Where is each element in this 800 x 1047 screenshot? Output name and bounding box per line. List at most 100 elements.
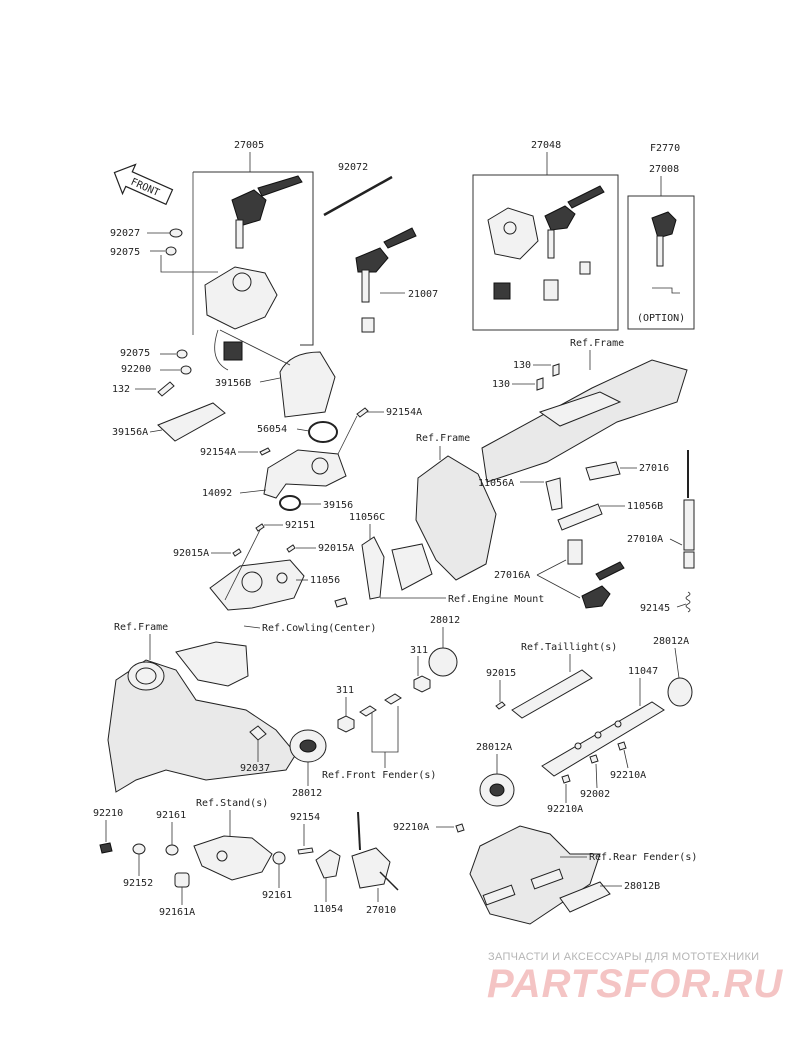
svg-text:92027: 92027 <box>110 228 140 239</box>
watermark-logo: PARTSFOR.RU <box>487 962 784 1006</box>
emblem-28012A-right: 28012A <box>653 636 693 707</box>
nut-92210A: 92210A <box>610 741 646 781</box>
ref-front-fender: Ref.Front Fender(s) <box>322 706 436 781</box>
grommet-39156: 39156 <box>279 495 353 511</box>
frame-center: Ref.Frame Ref.Engine Mount <box>380 433 544 605</box>
svg-text:92161: 92161 <box>156 810 186 821</box>
watermark-tagline: ЗАПЧАСТИ И АКСЕССУАРЫ ДЛЯ МОТОТЕХНИКИ <box>488 951 760 963</box>
svg-text:11056C: 11056C <box>349 512 385 523</box>
washer-92002: 92002 <box>580 754 610 800</box>
screw-92015A: 92015A 92015A <box>173 543 354 559</box>
svg-text:39156B: 39156B <box>215 378 251 389</box>
cable-tie-92072: 92072 <box>323 162 393 217</box>
front-arrow-icon: FRONT <box>113 163 174 206</box>
svg-text:11056: 11056 <box>310 575 340 586</box>
svg-text:27016A: 27016A <box>494 570 530 581</box>
collar-92161-right: 92161 <box>262 851 292 901</box>
svg-text:92154A: 92154A <box>386 407 422 418</box>
svg-text:27010A: 27010A <box>627 534 663 545</box>
sleeve-92161A: 92161A <box>159 872 195 918</box>
svg-text:92015: 92015 <box>486 668 516 679</box>
svg-text:92210A: 92210A <box>393 822 429 833</box>
bracket-11056B: 11056B <box>557 501 663 531</box>
svg-text:311: 311 <box>336 685 354 696</box>
svg-text:92161A: 92161A <box>159 907 195 918</box>
label-27008: 27008 <box>649 164 679 175</box>
reflector-28012B: 28012B <box>559 881 660 913</box>
svg-text:21007: 21007 <box>408 289 438 300</box>
svg-text:130: 130 <box>513 360 531 371</box>
svg-text:92037: 92037 <box>240 763 270 774</box>
lock-plate-11056: 11056 <box>209 529 340 611</box>
svg-text:14092: 14092 <box>202 488 232 499</box>
svg-text:92210: 92210 <box>93 808 123 819</box>
nut-92210A-lower: 92210A <box>547 774 583 815</box>
svg-text:311: 311 <box>410 645 428 656</box>
svg-text:27010: 27010 <box>366 905 396 916</box>
svg-text:Ref.Cowling(Center): Ref.Cowling(Center) <box>262 623 376 634</box>
svg-text:92161: 92161 <box>262 890 292 901</box>
svg-text:28012: 28012 <box>430 615 460 626</box>
svg-text:92210A: 92210A <box>610 770 646 781</box>
svg-text:28012: 28012 <box>292 788 322 799</box>
cover-39156A: 39156A <box>112 402 226 442</box>
stand-bracket: Ref.Stand(s) <box>193 798 273 881</box>
svg-text:28012A: 28012A <box>476 742 512 753</box>
kit-box-27048: 27048 <box>472 140 619 331</box>
bracket-14092: 14092 <box>202 449 347 499</box>
svg-text:Ref.Frame: Ref.Frame <box>570 338 624 349</box>
kit-box-27005: 27005 <box>192 140 314 346</box>
washer-92200: 92200 <box>121 364 192 375</box>
svg-text:92154A: 92154A <box>200 447 236 458</box>
label-27048: 27048 <box>531 140 561 151</box>
frame-headstock: Ref.Frame Ref.Cowling(Center) 92037 <box>107 622 376 793</box>
svg-text:92151: 92151 <box>285 520 315 531</box>
nut-311-top: 311 <box>384 645 431 705</box>
option-label: (OPTION) <box>637 313 685 324</box>
svg-text:92015A: 92015A <box>318 543 354 554</box>
emblem-28012-bottom: 28012 <box>289 729 327 799</box>
bracket-11047: 11047 <box>541 666 665 777</box>
cover-39156B: 39156B <box>215 329 336 418</box>
plate-11054: 11054 <box>313 849 343 915</box>
svg-text:92154: 92154 <box>290 812 320 823</box>
bolt-132: 132 <box>112 381 175 397</box>
taillight-group: Ref.Taillight(s) 92015 11047 28012A 2801… <box>476 636 693 815</box>
kit-box-27008: F2770 27008 (OPTION) <box>627 143 695 330</box>
svg-text:92072: 92072 <box>338 162 368 173</box>
svg-text:Ref.Frame: Ref.Frame <box>114 622 168 633</box>
nut-92210A-rear: 92210A <box>393 822 465 833</box>
svg-text:39156A: 39156A <box>112 427 148 438</box>
washer-92027: 92027 <box>110 228 183 239</box>
svg-text:11054: 11054 <box>313 904 343 915</box>
cap-92210: 92210 <box>93 808 123 854</box>
stand-switch-group: 92210 92152 92161A 92161 Ref.Stand(s) 92… <box>93 798 399 918</box>
key-set-21007: 21007 <box>355 227 438 333</box>
bolt-92154: 92154 <box>290 812 320 855</box>
ignition-kit-27048 <box>487 185 605 301</box>
svg-text:92075: 92075 <box>120 348 150 359</box>
collar-92161: 92161 <box>156 810 186 856</box>
emblem-28012A-left: 28012A <box>476 742 515 807</box>
bolt-92154A-left: 92154A <box>200 447 271 458</box>
svg-text:92075: 92075 <box>110 247 140 258</box>
svg-text:28012B: 28012B <box>624 881 660 892</box>
bracket-11056A: 11056A <box>478 477 563 511</box>
svg-text:Ref.Front Fender(s): Ref.Front Fender(s) <box>322 770 436 781</box>
spring-92145: 92145 <box>640 591 691 614</box>
figure-code: F2770 <box>650 143 680 154</box>
bolt-130-top: 130 <box>513 360 560 377</box>
seat-lock-27016A: 27016A <box>494 539 625 609</box>
svg-text:92152: 92152 <box>123 878 153 889</box>
oring-56054: 56054 <box>257 421 338 443</box>
svg-text:56054: 56054 <box>257 424 287 435</box>
svg-text:11047: 11047 <box>628 666 658 677</box>
bracket-11056C: 11056C <box>334 512 385 608</box>
svg-text:92200: 92200 <box>121 364 151 375</box>
screw-92015: 92015 <box>486 668 516 710</box>
label-27005: 27005 <box>234 140 264 151</box>
bolt-92154A-top: 92154A <box>329 407 422 471</box>
switch-27010: 27010 <box>351 811 399 916</box>
svg-text:39156: 39156 <box>323 500 353 511</box>
seat-lock-27016: 27016 <box>585 461 669 481</box>
